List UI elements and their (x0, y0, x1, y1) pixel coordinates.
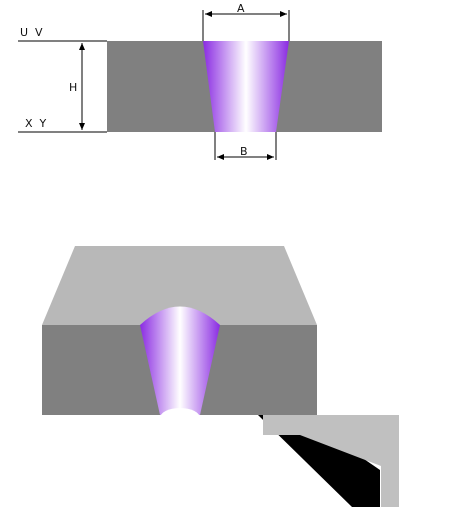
block-top-face (42, 246, 317, 325)
fixture-shadow (258, 415, 380, 507)
tapered-cut-section (203, 41, 289, 132)
cut-exit-hole (160, 408, 200, 428)
label-top-width: A (237, 2, 245, 15)
label-height: H (69, 81, 77, 94)
label-bottom-width: B (240, 145, 248, 158)
tapered-cut-3d (140, 306, 220, 415)
perspective-view (42, 246, 399, 507)
label-bottom-left: X Y (25, 117, 47, 130)
section-view: U V X Y H A B (18, 2, 382, 160)
label-top-left: U V (20, 26, 43, 39)
fixture-top-face (263, 415, 399, 507)
